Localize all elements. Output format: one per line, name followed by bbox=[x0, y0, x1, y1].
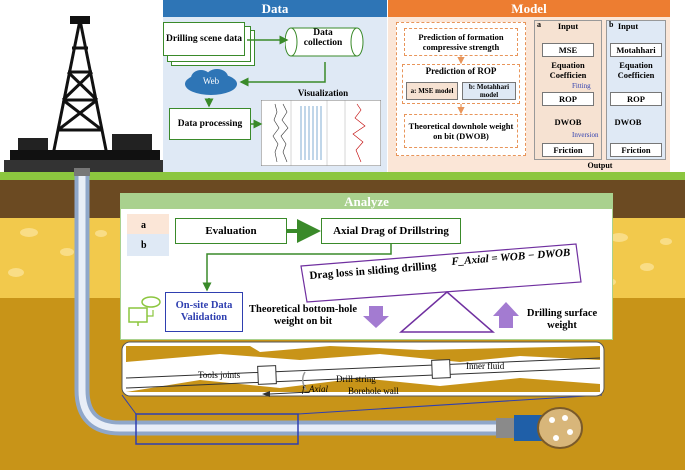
col-a-rop: ROP bbox=[542, 92, 594, 106]
onsite-validation-box: On-site Data Validation bbox=[165, 292, 243, 332]
tools-joints-label: Tools joints bbox=[198, 370, 241, 380]
col-b-friction: Friction bbox=[610, 143, 662, 157]
model-panel: Model Prediction of formation compressiv… bbox=[388, 0, 670, 172]
theoretical-bhwob-label: Theoretical bottom-hole weight on bit bbox=[249, 304, 357, 327]
data-panel: Data Drilling scene data Data collection… bbox=[163, 0, 387, 172]
borehole-wall-label: Borehole wall bbox=[348, 386, 399, 396]
column-a-label: a bbox=[537, 20, 541, 29]
mse-model-box: a: MSE model bbox=[406, 82, 458, 100]
fitting-label: Fitting bbox=[572, 82, 591, 90]
drill-string-label: Drill string bbox=[336, 374, 376, 384]
analyze-panel: Analyze a b Evaluation Axial Drag of Dri… bbox=[120, 193, 613, 340]
drilling-rig-illustration bbox=[4, 16, 166, 172]
col-a-friction: Friction bbox=[542, 143, 594, 157]
evaluation-box: Evaluation bbox=[175, 218, 287, 244]
col-b-rop: ROP bbox=[610, 92, 662, 106]
data-panel-arrows bbox=[204, 35, 326, 129]
inner-fluid-label: Inner fluid bbox=[466, 361, 505, 371]
visualization-well-log-plot bbox=[261, 100, 381, 166]
column-b-label: b bbox=[609, 20, 614, 29]
monitor-cloud-icon bbox=[128, 296, 161, 326]
drilling-scene-data-box: Drilling scene data bbox=[163, 22, 245, 56]
visualization-label: Visualization bbox=[297, 88, 349, 98]
analyze-b-tag: b bbox=[127, 234, 169, 256]
f-axial-label: f_Axial bbox=[302, 384, 328, 394]
data-panel-title: Data bbox=[163, 0, 387, 17]
model-panel-title: Model bbox=[388, 0, 670, 17]
prediction-formation-box: Prediction of formation compressive stre… bbox=[404, 28, 518, 56]
data-processing-box: Data processing bbox=[169, 108, 251, 140]
axial-drag-box: Axial Drag of Drillstring bbox=[321, 218, 461, 244]
col-a-input: Input bbox=[557, 21, 579, 31]
analyze-panel-title: Analyze bbox=[121, 194, 612, 209]
col-a-equation: Equation Coefficien bbox=[549, 60, 587, 80]
data-collection-label: Data collection bbox=[303, 28, 343, 48]
output-label: Output bbox=[587, 161, 613, 170]
grass-layer bbox=[0, 172, 685, 180]
col-b-input: Input bbox=[617, 21, 639, 31]
theoretical-dwob-box: Theoretical downhole weight on bit (DWOB… bbox=[404, 114, 518, 148]
prediction-rop-label: Prediction of ROP bbox=[425, 66, 497, 76]
data-collection-cylinder bbox=[285, 27, 364, 57]
col-b-dwob: DWOB bbox=[614, 117, 642, 127]
analyze-a-tag: a bbox=[127, 214, 169, 236]
drilling-surface-weight-label: Drilling surface weight bbox=[526, 308, 598, 331]
analyze-arrows bbox=[202, 219, 582, 333]
col-a-dwob: DWOB bbox=[554, 117, 582, 127]
web-label: Web bbox=[202, 76, 220, 86]
col-b-motahhari: Motahhari bbox=[610, 43, 662, 57]
motahhari-model-box: b: Motahhari model bbox=[462, 82, 516, 100]
col-b-equation: Equation Coefficien bbox=[617, 60, 655, 80]
inversion-label: Inversion bbox=[572, 131, 599, 139]
col-a-mse: MSE bbox=[542, 43, 594, 57]
web-cloud-icon bbox=[185, 69, 237, 95]
